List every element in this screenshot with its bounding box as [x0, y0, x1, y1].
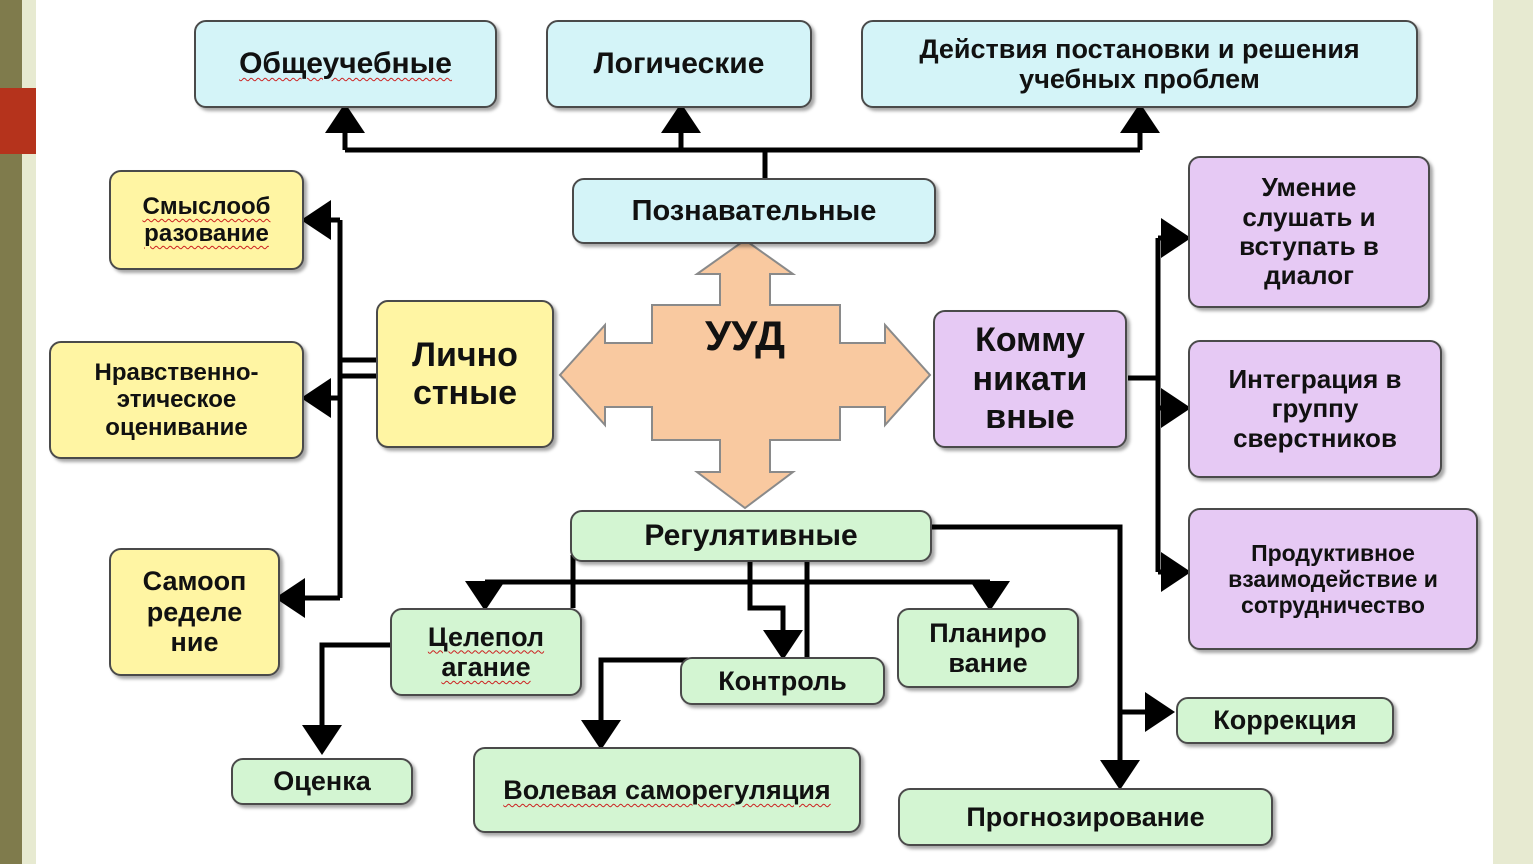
box-samoopredelenie: Самооп ределе ние [109, 548, 280, 676]
label-korrektsiya: Коррекция [1213, 705, 1357, 736]
label-otsenka: Оценка [273, 766, 371, 797]
label-deystviya: Действия постановки и решения учебных пр… [919, 33, 1360, 95]
label-smysloobrazovanie: Смыслооб разование [142, 192, 271, 247]
frame-left-inner-strip [22, 0, 36, 864]
box-deystviya: Действия постановки и решения учебных пр… [861, 20, 1418, 108]
box-regulyativnye: Регулятивные [570, 510, 932, 562]
label-poznavatelnye: Познавательные [631, 194, 877, 227]
box-kommunikativnye: Комму никати вные [933, 310, 1127, 448]
label-logicheskie: Логические [593, 47, 765, 81]
box-integratsiya: Интеграция в группу сверстников [1188, 340, 1442, 478]
box-lichnostnye: Лично стные [376, 300, 554, 448]
arrow-to-kontrol [747, 555, 803, 660]
label-produktivnoe: Продуктивное взаимодействие и сотрудниче… [1228, 540, 1438, 618]
label-nravstvennoe: Нравственно- этическое оценивание [94, 359, 259, 441]
label-tselepolaganie: Целепол агание [427, 621, 545, 683]
label-integratsiya: Интеграция в группу сверстников [1228, 363, 1402, 453]
label-regulyativnye: Регулятивные [644, 519, 858, 553]
box-kontrol: Контроль [680, 657, 885, 705]
box-planirovanie: Планиро вание [897, 608, 1079, 688]
box-tselepolaganie: Целепол агание [390, 608, 582, 696]
label-obshcheuchebnye: Общеучебные [239, 47, 452, 81]
box-prognozirovanie: Прогнозирование [898, 788, 1273, 846]
label-kommunikativnye: Комму никати вные [972, 321, 1088, 437]
label-prognozirovanie: Прогнозирование [966, 801, 1205, 832]
label-umenie: Умение слушать и вступать в диалог [1239, 172, 1379, 291]
label-volevaya: Волевая саморегуляция [503, 774, 831, 805]
link-tselepolaganie-to-otsenka [302, 642, 390, 755]
box-produktivnoe: Продуктивное взаимодействие и сотрудниче… [1188, 508, 1478, 650]
box-nravstvennoe: Нравственно- этическое оценивание [49, 341, 304, 459]
box-obshcheuchebnye: Общеучебные [194, 20, 497, 108]
center-four-way-arrow [558, 238, 932, 510]
frame-left-strip [0, 0, 22, 864]
box-logicheskie: Логические [546, 20, 812, 108]
box-volevaya: Волевая саморегуляция [473, 747, 861, 833]
center-title: УУД [704, 312, 786, 359]
slide-accent-tab [0, 88, 36, 154]
box-poznavatelnye: Познавательные [572, 178, 936, 244]
box-otsenka: Оценка [231, 758, 413, 805]
link-regulatory-mid-drop [581, 560, 810, 750]
label-samoopredelenie: Самооп ределе ние [142, 566, 247, 658]
label-planirovanie: Планиро вание [929, 617, 1047, 679]
frame-right-strip [1493, 0, 1533, 864]
label-lichnostnye: Лично стные [412, 335, 518, 412]
box-umenie: Умение слушать и вступать в диалог [1188, 156, 1430, 308]
box-smysloobrazovanie: Смыслооб разование [109, 170, 304, 270]
link-regulatory-right [932, 524, 1140, 790]
box-korrektsiya: Коррекция [1176, 697, 1394, 744]
label-kontrol: Контроль [718, 665, 847, 696]
